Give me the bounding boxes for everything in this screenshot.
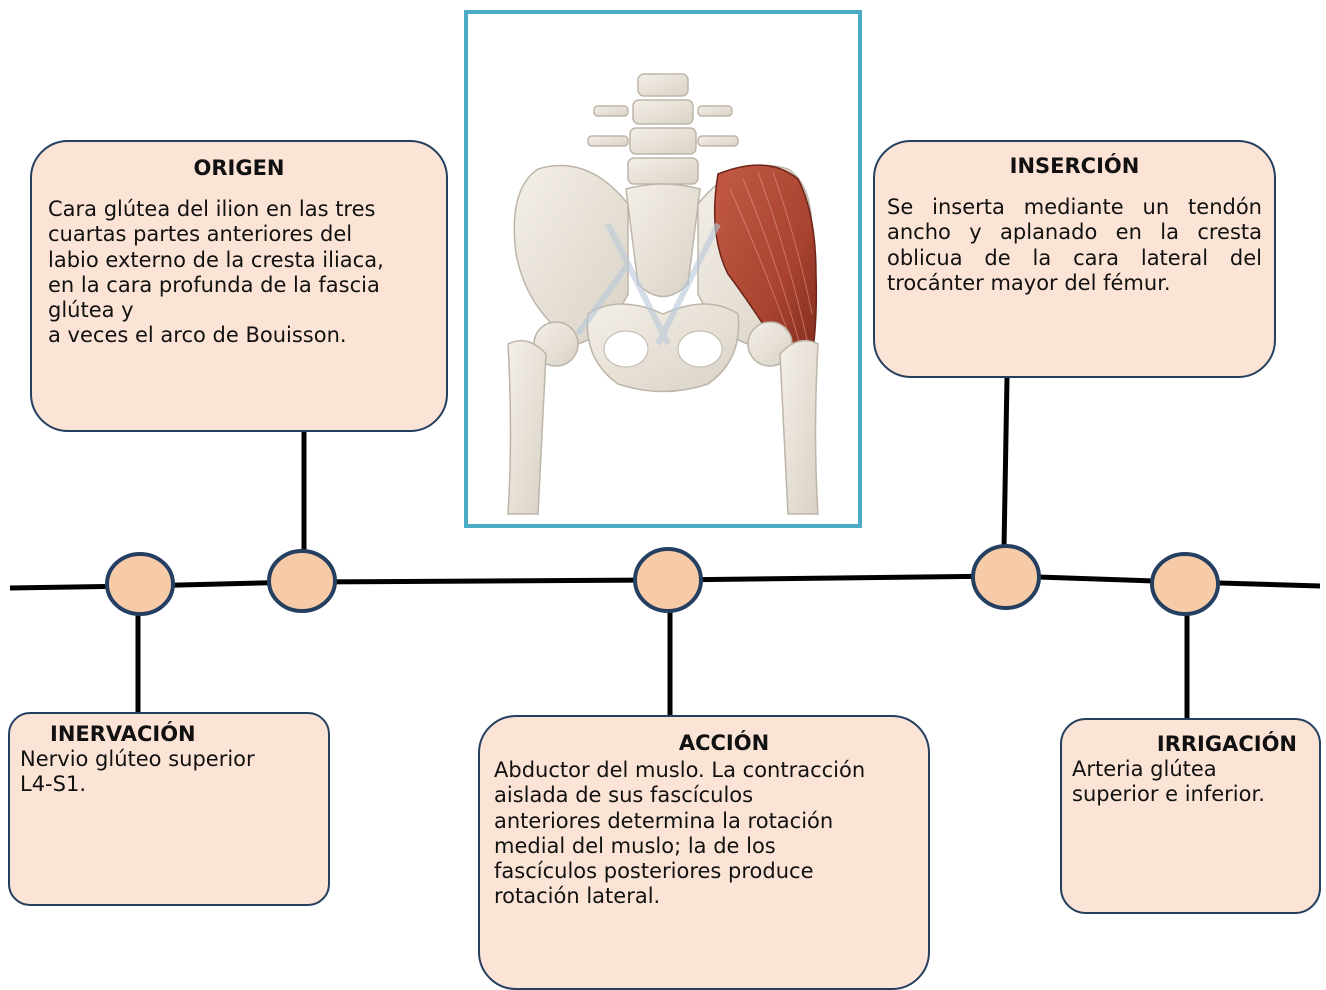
pelvis-illustration — [507, 73, 819, 515]
origen-box: ORIGEN Cara glútea del ilion en las tres… — [30, 140, 448, 432]
origen-text: Cara glútea del ilion en las tres cuarta… — [48, 197, 384, 348]
accion-text: Abductor del muslo. La contracción aisla… — [494, 758, 866, 909]
connector-insercion — [1001, 377, 1010, 549]
irrigacion-title: IRRIGACIÓN — [1156, 732, 1297, 756]
irrigacion-box: IRRIGACIÓN Arteria glútea superior e inf… — [1060, 718, 1321, 914]
insercion-box: INSERCIÓN Se inserta mediante un tendón … — [873, 140, 1276, 378]
spine — [587, 73, 739, 185]
inervacion-text: Nervio glúteo superior L4-S1. — [20, 747, 255, 797]
accion-title: ACCIÓN — [678, 731, 770, 755]
origen-title: ORIGEN — [193, 156, 285, 180]
node-insercion — [971, 544, 1041, 610]
node-accion — [633, 547, 703, 613]
accion-box: ACCIÓN Abductor del muslo. La contracció… — [478, 715, 930, 990]
femurs — [507, 321, 819, 515]
sacrum — [625, 183, 701, 298]
node-irrigacion — [1150, 552, 1220, 616]
insercion-title: INSERCIÓN — [1009, 154, 1140, 178]
inervacion-title: INERVACIÓN — [50, 722, 196, 746]
node-origen — [267, 549, 337, 613]
node-inervacion — [105, 552, 175, 616]
inervacion-box: INERVACIÓN Nervio glúteo superior L4-S1. — [8, 712, 330, 906]
insercion-text: Se inserta mediante un tendón ancho y ap… — [887, 195, 1262, 295]
irrigacion-text: Arteria glútea superior e inferior. — [1072, 757, 1265, 807]
anatomy-figure — [464, 10, 862, 528]
